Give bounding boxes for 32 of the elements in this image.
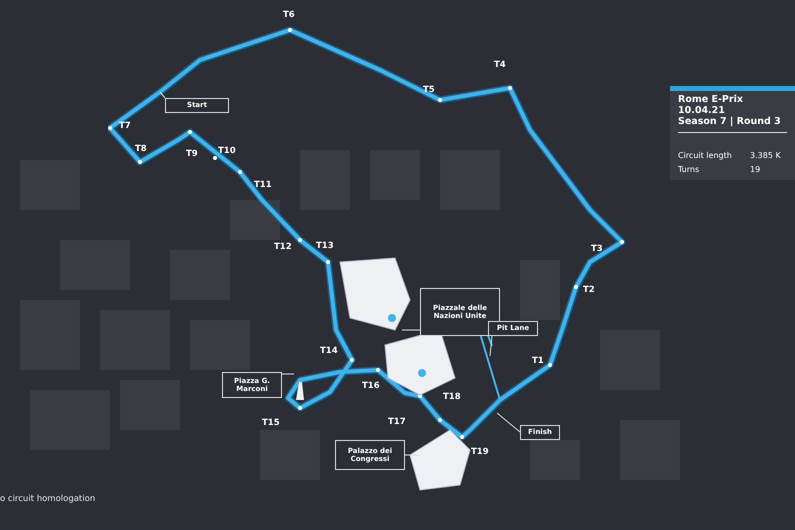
leader-line: [404, 454, 418, 456]
info-panel: [670, 86, 795, 180]
turn-label: T11: [254, 180, 272, 190]
stat-value: 19: [750, 165, 760, 174]
turn-label: T2: [583, 285, 595, 295]
race-date: 10.04.21: [678, 106, 726, 117]
leader-line: [496, 412, 520, 432]
turn-label: T1: [532, 356, 544, 366]
turn-label: T6: [283, 10, 295, 20]
turn-label: T5: [423, 85, 435, 95]
stat-value: 3.385 K: [750, 151, 781, 160]
race-name: Rome E-Prix: [678, 95, 744, 106]
turn-label: T16: [362, 381, 380, 391]
turn-label: T13: [316, 241, 334, 251]
turn-label: T12: [274, 242, 292, 252]
turn-label: T17: [388, 417, 406, 427]
turn-label: T4: [494, 60, 506, 70]
turn-label: T9: [186, 149, 198, 159]
turn-label: T7: [119, 121, 131, 131]
turn-label: T10: [218, 146, 236, 156]
turn-label: T19: [471, 447, 489, 457]
stat-name: Turns: [678, 165, 700, 174]
leader-line: [160, 92, 166, 98]
footnote: o circuit homologation: [0, 494, 96, 504]
turn-label: T8: [135, 144, 147, 154]
turn-label: T15: [262, 418, 280, 428]
leader-line: [490, 336, 492, 356]
turn-label: T3: [591, 244, 603, 254]
stat-name: Circuit length: [678, 151, 732, 160]
turn-label: T18: [443, 392, 461, 402]
turn-label: T14: [320, 346, 338, 356]
season-round: Season 7 | Round 3: [678, 116, 782, 128]
